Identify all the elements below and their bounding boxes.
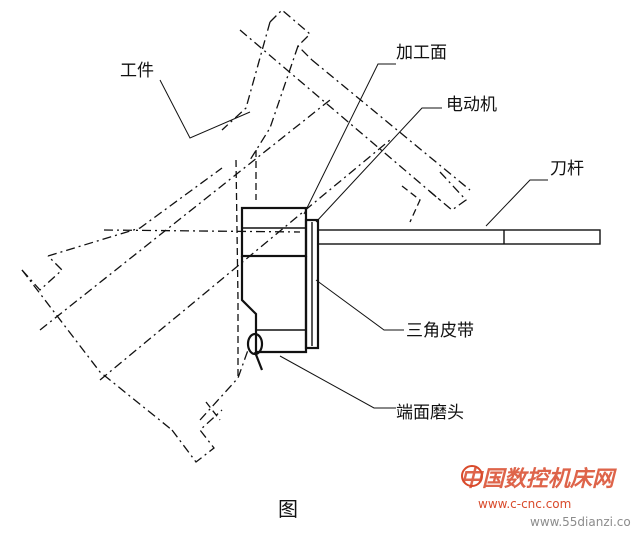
- watermark-logo-icon: [461, 465, 483, 487]
- label-machined-surface: 加工面: [396, 43, 447, 63]
- leader-lines: [159, 63, 548, 409]
- watermark-logo-text: 中国数控机床网: [460, 466, 617, 492]
- tool-bar: [317, 229, 601, 245]
- watermark: 中国数控机床网 www.c-cnc.com www.55dianzi.com: [460, 465, 631, 529]
- label-motor: 电动机: [446, 95, 497, 115]
- watermark-url-2: www.55dianzi.com: [530, 515, 631, 529]
- label-v-belt: 三角皮带: [406, 321, 474, 341]
- grinding-wheel: [246, 332, 264, 371]
- center-lines: [39, 29, 441, 381]
- motor-body: [240, 206, 308, 354]
- watermark-url-1: www.c-cnc.com: [478, 497, 571, 511]
- workpiece-outline: [21, 9, 471, 463]
- label-face-grinding-head: 端面磨头: [396, 403, 464, 423]
- belt-pulley: [304, 218, 320, 350]
- label-workpiece: 工件: [120, 61, 154, 81]
- label-tool-bar: 刀杆: [550, 159, 584, 179]
- figure-caption: 图: [278, 497, 298, 521]
